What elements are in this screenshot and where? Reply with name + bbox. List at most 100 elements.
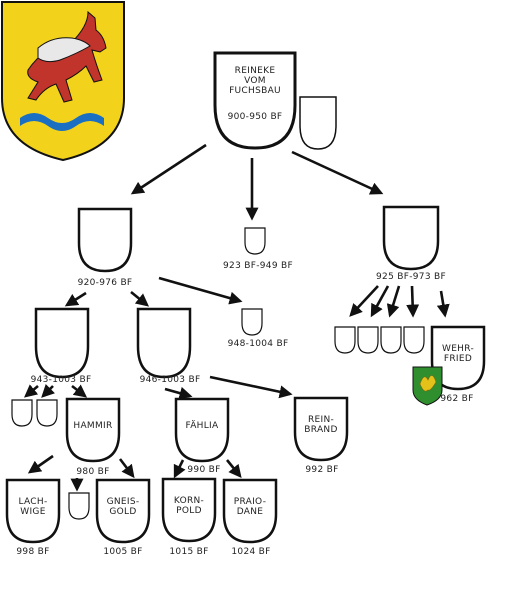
shield-icon — [5, 478, 61, 544]
arrow-14 — [164, 386, 193, 400]
person-name: PRAIO- — [234, 497, 267, 507]
person-node-c2 — [357, 326, 379, 354]
life-years: 943-1003 BF — [31, 375, 92, 385]
shield-icon — [95, 478, 151, 544]
shield-icon — [11, 399, 33, 427]
person-name: LACH- — [18, 497, 47, 507]
life-years: 962 BF — [440, 394, 473, 404]
person-node-lachwige: LACH-WIGE 998 BF — [5, 478, 61, 557]
person-node-a2: 946-1003 BF — [136, 307, 201, 385]
person-node-s1 — [11, 399, 33, 427]
person-name: FÄHLIA — [186, 420, 219, 431]
shield-icon — [161, 477, 217, 543]
life-years: 1015 BF — [169, 547, 208, 557]
green-crest-icon — [412, 366, 443, 406]
person-node-c: 925 BF-973 BF — [376, 205, 446, 282]
shield-icon — [334, 326, 356, 354]
arrow-18 — [118, 458, 135, 479]
person-name: VOM — [244, 76, 266, 86]
shield-icon — [380, 326, 402, 354]
person-name: BRAND — [304, 425, 337, 435]
shield-icon — [174, 397, 230, 463]
arrow-4 — [64, 291, 87, 307]
arrow-6 — [349, 285, 379, 317]
person-name: REINEKE — [235, 66, 276, 76]
arrow-11 — [24, 384, 39, 398]
shield-icon — [34, 307, 90, 379]
arrow-5 — [130, 290, 150, 307]
shield-icon — [213, 51, 297, 150]
life-years: 1024 BF — [231, 547, 270, 557]
person-name: REIN- — [308, 415, 334, 425]
shield-icon — [136, 307, 192, 379]
person-name: POLD — [176, 506, 202, 516]
life-years: 900-950 BF — [228, 112, 283, 122]
shield-icon — [403, 326, 425, 354]
arrow-8 — [386, 285, 401, 318]
person-node-c4 — [403, 326, 425, 354]
person-node-rootSide — [299, 96, 337, 150]
shield-icon — [299, 96, 337, 150]
person-name: KORN- — [174, 496, 204, 506]
shield-icon — [65, 397, 121, 463]
arrow-19 — [173, 459, 186, 479]
person-node-kornpold: KORN-POLD 1015 BF — [161, 477, 217, 557]
person-node-gneisgold: GNEIS-GOLD 1005 BF — [95, 478, 151, 557]
arrow-16 — [27, 454, 54, 474]
person-name: FUCHSBAU — [229, 86, 281, 96]
shield-icon — [77, 207, 133, 273]
person-node-a3: 948-1004 BF — [228, 308, 289, 349]
person-node-reinbrand: REIN-BRAND 992 BF — [293, 396, 349, 475]
person-node-a1: 943-1003 BF — [31, 307, 92, 385]
person-name: HAMMIR — [73, 421, 112, 431]
coat-of-arms — [0, 1, 125, 162]
person-node-a: 920-976 BF — [77, 207, 133, 288]
arrow-9 — [406, 285, 420, 318]
person-node-b: 923 BF-949 BF — [223, 227, 293, 271]
shield-icon — [244, 227, 266, 255]
person-node-c1 — [334, 326, 356, 354]
person-node-fahlia: FÄHLIA 990 BF — [174, 397, 230, 475]
arrow-10 — [436, 290, 450, 318]
life-years: 946-1003 BF — [140, 375, 201, 385]
arrow-13 — [71, 384, 88, 398]
shield-icon — [382, 205, 440, 271]
life-years: 990 BF — [187, 465, 220, 475]
arrow-15 — [209, 375, 293, 399]
arrow-20 — [225, 459, 242, 479]
life-years: 998 BF — [16, 547, 49, 557]
person-node-s2 — [36, 399, 58, 427]
arrow-2 — [291, 150, 384, 195]
person-name: GOLD — [109, 507, 136, 517]
shield-icon — [36, 399, 58, 427]
person-name: WIGE — [20, 507, 45, 517]
connector-arrows — [24, 143, 450, 492]
shield-icon — [241, 308, 263, 336]
goose-figure — [37, 37, 91, 63]
person-node-smallH — [68, 492, 90, 520]
person-name: DANE — [237, 507, 264, 517]
wave-band — [20, 113, 104, 131]
arrow-0 — [130, 143, 207, 195]
life-years: 948-1004 BF — [228, 339, 289, 349]
arrow-12 — [41, 384, 55, 398]
person-node-praiodane: PRAIO-DANE 1024 BF — [222, 478, 278, 557]
shield-icon — [222, 478, 278, 544]
person-name: GNEIS- — [107, 497, 140, 507]
shield-icon — [357, 326, 379, 354]
person-node-c3 — [380, 326, 402, 354]
shield-icon — [293, 396, 349, 462]
arrow-3 — [158, 276, 243, 305]
life-years: 992 BF — [305, 465, 338, 475]
person-name: FRIED — [444, 354, 472, 364]
life-years: 925 BF-973 BF — [376, 272, 446, 282]
arrow-7 — [370, 285, 390, 318]
person-node-hammir: HAMMIR 980 BF — [65, 397, 121, 477]
life-years: 1005 BF — [103, 547, 142, 557]
life-years: 980 BF — [76, 467, 109, 477]
life-years: 920-976 BF — [78, 278, 133, 288]
